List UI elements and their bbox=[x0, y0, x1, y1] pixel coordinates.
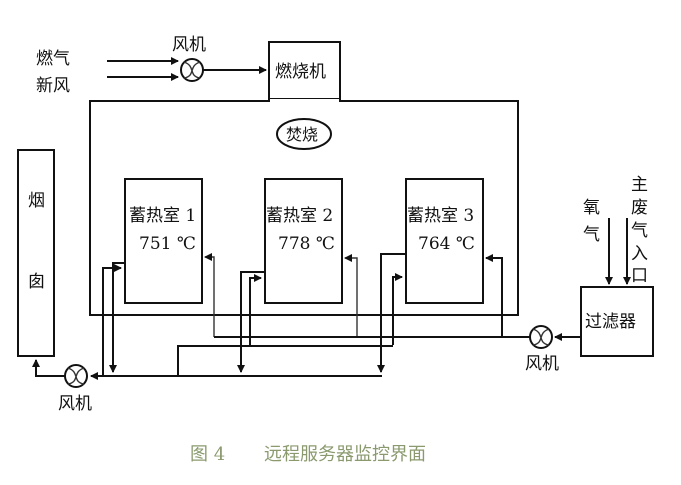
chamber-3-name: 蓄热室 3 bbox=[407, 206, 474, 226]
fan-to-chimney-pipe bbox=[32, 359, 65, 377]
burner-label: 燃烧机 bbox=[275, 62, 326, 82]
fresh-air-input-label: 新风 bbox=[36, 76, 70, 96]
chamber-1-temperature: 751 ℃ bbox=[139, 234, 196, 254]
right-fan-label: 风机 bbox=[525, 354, 559, 374]
top-fan-label: 风机 bbox=[172, 35, 206, 55]
chamber-2-outlet-pipe bbox=[237, 271, 265, 373]
filter-label: 过滤器 bbox=[585, 312, 636, 332]
oxygen-label-1: 氧 bbox=[583, 198, 600, 218]
chamber-1-inlet-pipe bbox=[102, 264, 122, 376]
chamber-1-outlet-pipe bbox=[109, 262, 125, 373]
exhaust-label-5: 口 bbox=[631, 266, 648, 286]
chamber-2-name: 蓄热室 2 bbox=[266, 206, 333, 226]
bypass-loop-pipe bbox=[177, 345, 393, 376]
incineration-zone: 焚烧 bbox=[276, 118, 332, 150]
chimney-label-2: 囱 bbox=[28, 272, 45, 292]
top-fan-icon bbox=[180, 58, 204, 82]
exhaust-label-4: 入 bbox=[631, 244, 648, 264]
left-fan-label: 风机 bbox=[58, 394, 92, 414]
chimney-box bbox=[17, 149, 55, 357]
filter-box bbox=[580, 286, 654, 357]
oxygen-label-2: 气 bbox=[583, 225, 600, 245]
exhaust-label-3: 气 bbox=[631, 221, 648, 241]
left-fan-icon bbox=[64, 364, 88, 388]
chamber-3: 蓄热室 3 764 ℃ bbox=[405, 178, 484, 304]
chamber-2-inlet-pipe bbox=[249, 274, 262, 345]
incineration-label: 焚烧 bbox=[286, 125, 318, 144]
chamber-3-temperature: 764 ℃ bbox=[418, 234, 475, 254]
chamber-2-right-pipe bbox=[344, 254, 358, 337]
right-fan-icon bbox=[529, 325, 553, 349]
gas-input-label: 燃气 bbox=[36, 49, 70, 69]
chamber-1: 蓄热室 1 751 ℃ bbox=[124, 178, 203, 304]
chamber-3-inlet-pipe bbox=[392, 273, 403, 345]
figure-number: 图 4 bbox=[190, 444, 225, 465]
chimney-label-1: 烟 bbox=[28, 191, 45, 211]
exhaust-label-2: 废 bbox=[631, 198, 648, 218]
chamber-1-right-pipe bbox=[204, 253, 215, 337]
figure-caption: 远程服务器监控界面 bbox=[264, 444, 426, 465]
chamber-3-right-pipe bbox=[485, 254, 503, 337]
chamber-2: 蓄热室 2 778 ℃ bbox=[264, 178, 343, 304]
chamber-3-outlet-pipe bbox=[377, 253, 406, 373]
chamber-2-temperature: 778 ℃ bbox=[278, 234, 335, 254]
chamber-1-name: 蓄热室 1 bbox=[129, 206, 196, 226]
exhaust-label-1: 主 bbox=[631, 175, 648, 195]
